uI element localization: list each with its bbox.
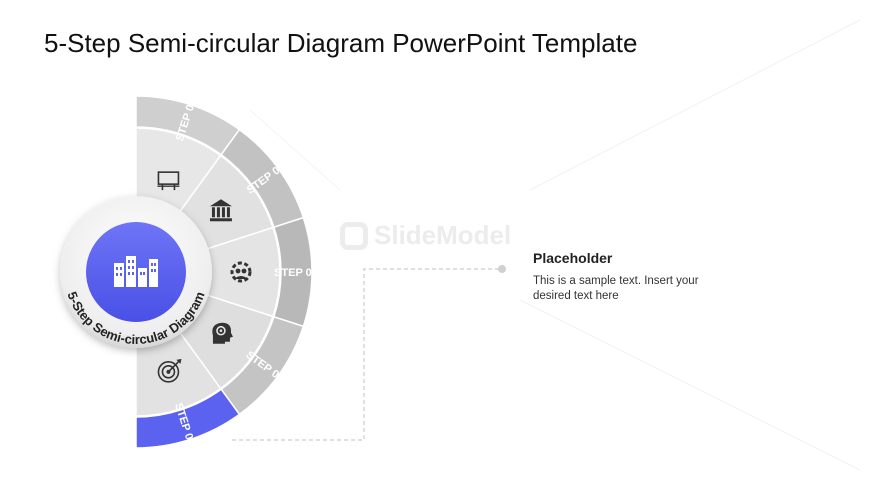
connector-dot	[498, 265, 506, 273]
buildings-icon	[114, 256, 158, 287]
connector-line	[232, 268, 502, 441]
step-05-band	[135, 388, 241, 449]
head-gears-icon	[212, 322, 233, 344]
page-title: 5-Step Semi-circular Diagram PowerPoint …	[44, 28, 638, 58]
target-icon	[157, 358, 182, 383]
step-03-label: STEP 03	[274, 267, 318, 279]
placeholder-body: This is a sample text. Insert your desir…	[533, 275, 699, 302]
watermark: SlideModel	[340, 220, 511, 251]
center-hub: 5-Step Semi-circular Diagram	[60, 196, 212, 348]
watermark-text: SlideModel	[374, 220, 512, 250]
watermark-logo-icon	[340, 221, 368, 250]
placeholder-title: Placeholder	[533, 250, 613, 266]
teamwork-icon	[230, 261, 252, 283]
billboard-icon	[157, 171, 180, 191]
bank-icon	[209, 199, 232, 222]
